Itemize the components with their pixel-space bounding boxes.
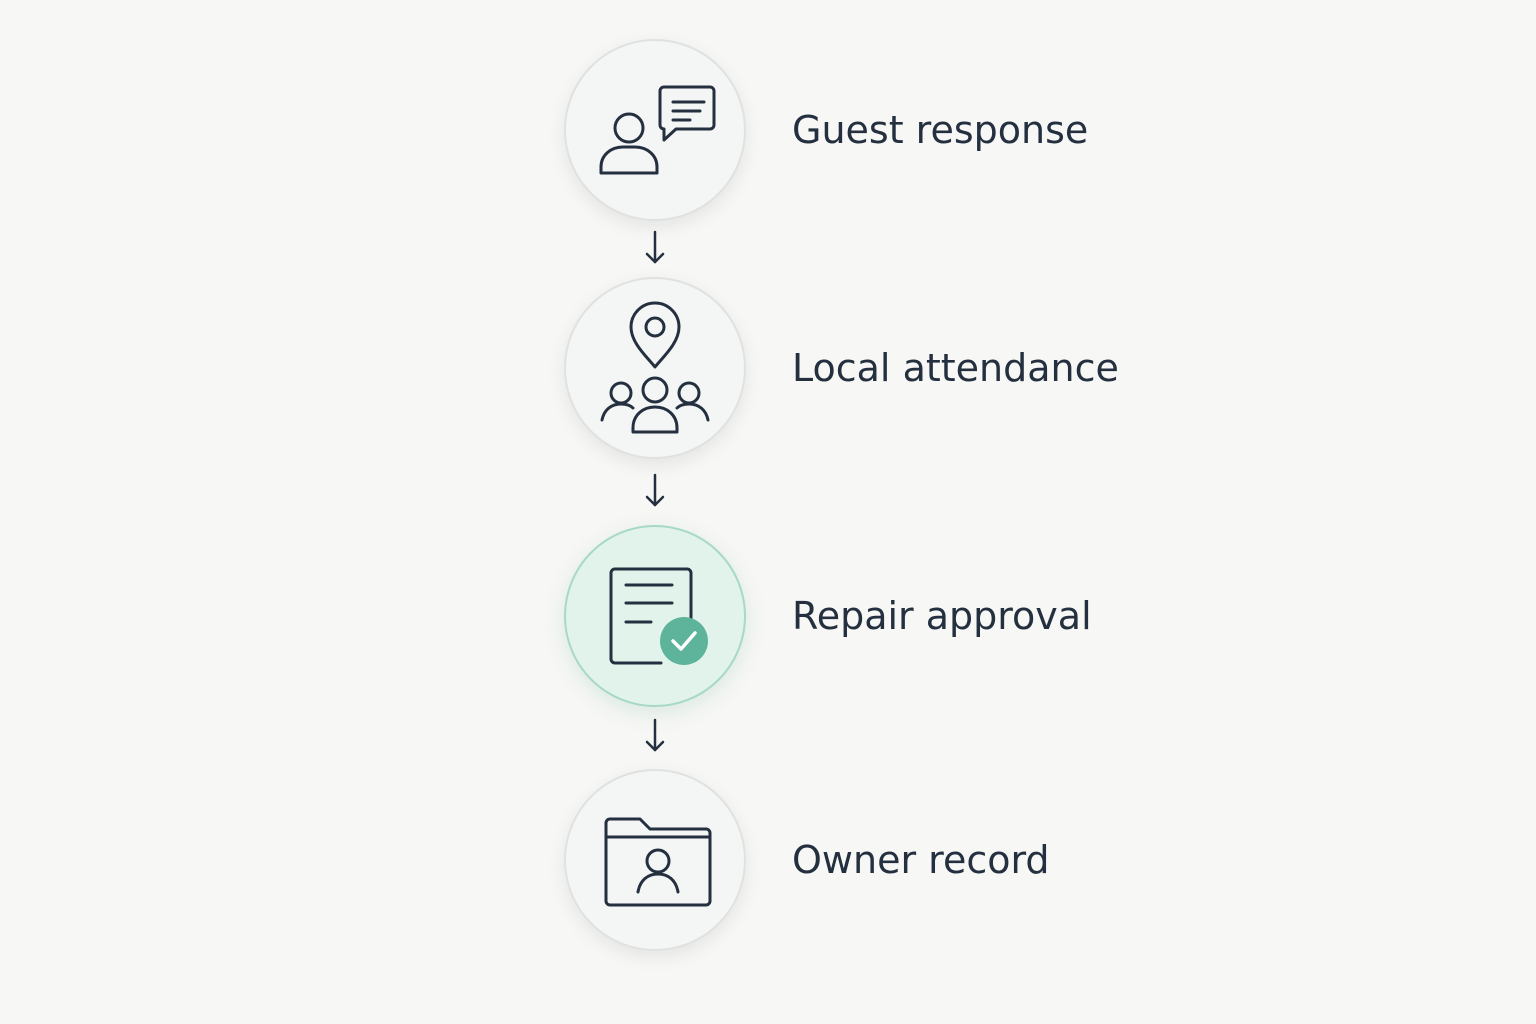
arrow-down-icon [641, 717, 669, 755]
step-node-active [564, 525, 746, 707]
step-local-attendance: Local attendance [564, 277, 1264, 459]
step-repair-approval: Repair approval [564, 525, 1264, 707]
folder-person-icon [604, 817, 712, 907]
step-label: Owner record [792, 838, 1050, 882]
person-chat-icon [599, 85, 716, 175]
arrow-down-icon [641, 472, 669, 510]
step-label: Local attendance [792, 346, 1119, 390]
step-label: Guest response [792, 108, 1089, 152]
arrow-down-icon [641, 229, 669, 267]
step-node [564, 277, 746, 459]
step-node [564, 769, 746, 951]
step-owner-record: Owner record [564, 769, 1264, 951]
step-node [564, 39, 746, 221]
document-check-icon [609, 567, 708, 665]
step-label: Repair approval [792, 594, 1092, 638]
step-guest-response: Guest response [564, 39, 1264, 221]
location-group-icon [600, 301, 710, 434]
